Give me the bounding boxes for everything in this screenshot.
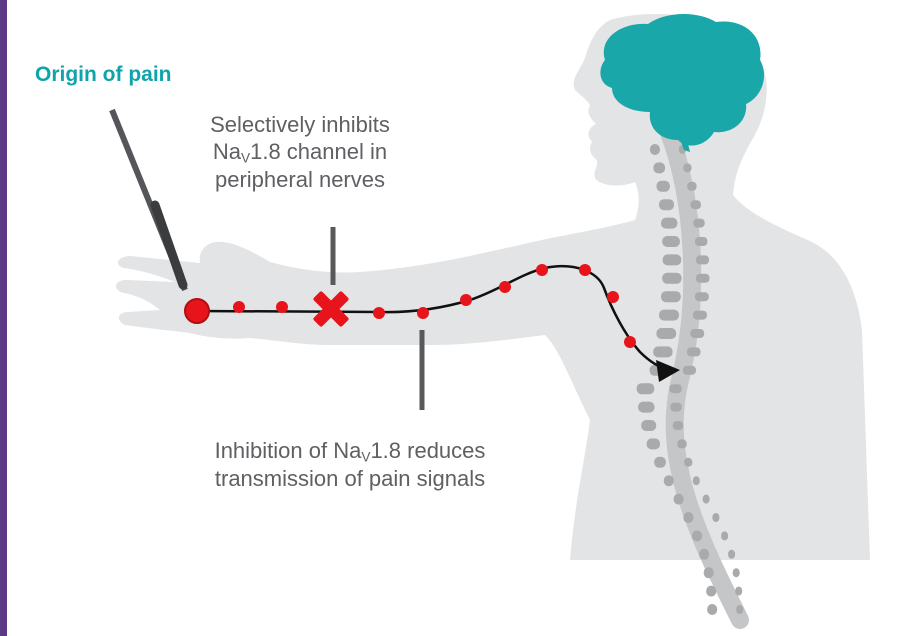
annotation-line: NaV1.8 channel in: [170, 139, 430, 167]
annotation-text: Inhibition of Na: [215, 438, 362, 463]
vertebra: [707, 604, 717, 615]
vertebra-process: [683, 366, 696, 375]
vertebra-process: [690, 329, 704, 338]
vertebra-process: [736, 605, 743, 614]
vertebra: [656, 328, 676, 339]
vertebra: [662, 236, 680, 247]
vertebra: [661, 218, 677, 229]
signal-dot: [607, 291, 619, 303]
annotation-line: peripheral nerves: [170, 167, 430, 194]
vertebra-process: [721, 531, 728, 540]
vertebra-process: [733, 568, 740, 577]
vertebra: [692, 530, 702, 541]
vertebra: [683, 512, 693, 523]
vertebra: [653, 346, 672, 357]
vertebra: [653, 162, 665, 173]
vertebra-process: [684, 458, 692, 467]
vertebra-process: [687, 182, 696, 191]
vertebra-process: [728, 550, 735, 559]
signal-dot: [233, 301, 245, 313]
vertebra: [661, 291, 681, 302]
vertebra-process: [693, 476, 700, 485]
signal-dot: [624, 336, 636, 348]
vertebra-process: [712, 513, 719, 522]
vertebra-process: [693, 311, 707, 320]
vertebra-process: [703, 495, 710, 504]
annotation-line: transmission of pain signals: [130, 466, 570, 493]
vertebra-process: [669, 384, 681, 393]
vertebra: [637, 383, 655, 394]
vertebra-process: [670, 403, 682, 412]
annotation-line: Inhibition of NaV1.8 reduces: [130, 438, 570, 466]
vertebra-process: [693, 219, 705, 228]
signal-dot: [460, 294, 472, 306]
vertebra: [638, 402, 654, 413]
vertebra: [657, 181, 670, 192]
vertebra: [663, 254, 682, 265]
inhibition-mechanism-label: Selectively inhibits NaV1.8 channel in p…: [170, 112, 430, 194]
vertebra-process: [695, 237, 707, 246]
signal-dot: [536, 264, 548, 276]
pain-origin-dot: [185, 299, 209, 323]
signal-dot: [276, 301, 288, 313]
vertebra-process: [673, 421, 684, 430]
origin-of-pain-label: Origin of pain: [35, 62, 172, 88]
signal-dot: [373, 307, 385, 319]
inhibition-effect-label: Inhibition of NaV1.8 reduces transmissio…: [130, 438, 570, 493]
vertebra: [664, 475, 674, 486]
vertebra: [704, 567, 714, 578]
vertebra-process: [687, 347, 701, 356]
vertebra-process: [696, 274, 710, 283]
signal-dot: [417, 307, 429, 319]
annotation-text: 1.8 channel in: [250, 139, 387, 164]
vertebra: [659, 310, 679, 321]
vertebra: [659, 199, 674, 210]
vertebra: [674, 494, 684, 505]
vertebra-process: [683, 163, 691, 172]
vertebra-process: [691, 200, 702, 209]
signal-dot: [579, 264, 591, 276]
vertebra: [654, 457, 666, 468]
vertebra-process: [696, 255, 709, 264]
vertebra: [699, 549, 709, 560]
vertebra-process: [677, 439, 686, 448]
vertebra: [650, 144, 660, 155]
vertebra-process: [735, 587, 742, 596]
annotation-line: Selectively inhibits: [170, 112, 430, 139]
annotation-text: Na: [213, 139, 241, 164]
vertebra: [641, 420, 656, 431]
vertebra: [662, 273, 681, 284]
signal-dot: [499, 281, 511, 293]
vertebra-process: [695, 292, 709, 301]
annotation-subscript: V: [241, 150, 250, 165]
vertebra: [706, 586, 716, 597]
vertebra: [647, 438, 660, 449]
annotation-text: 1.8 reduces: [370, 438, 485, 463]
